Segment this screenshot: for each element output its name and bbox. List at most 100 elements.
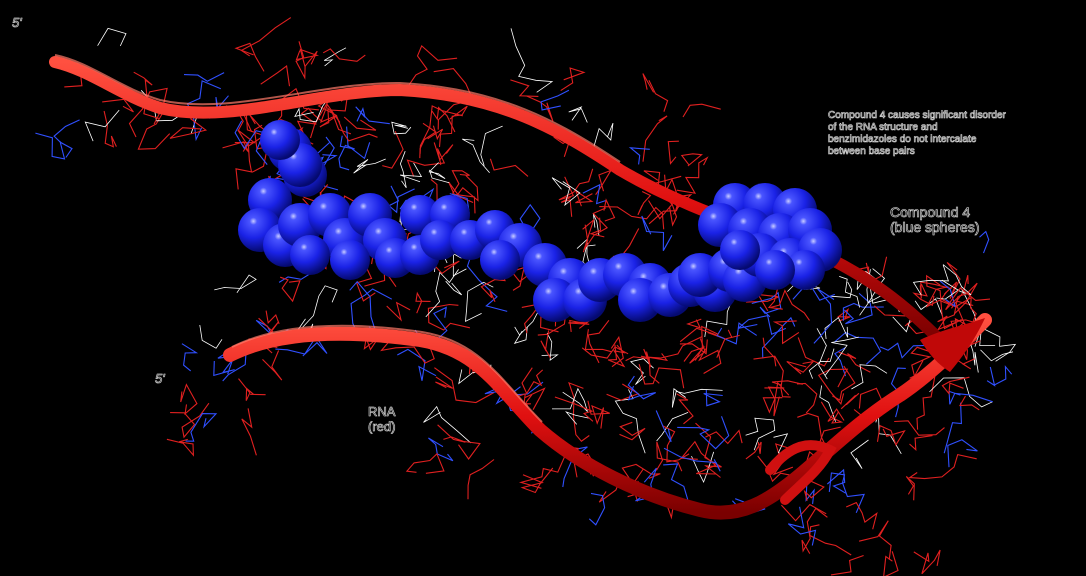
atom-bond [745,441,762,460]
atom-bond [262,350,283,381]
atom-bond [836,308,851,322]
atom-bond [346,126,371,160]
atom-bond [406,148,446,177]
atom-bond [694,325,719,361]
atom-bond [974,326,996,347]
atom-bond [680,440,717,475]
atom-bond [185,413,218,442]
atom-bond [817,368,849,405]
atom-bond [241,408,257,456]
atom-bond [959,395,980,411]
atom-bond [322,48,366,62]
atom-bond [969,340,979,373]
atom-bond [405,452,445,474]
atom-bond [662,425,690,463]
atom-bond [387,185,415,214]
atom-bond [637,191,652,216]
compound-atom-sphere [260,120,300,160]
atom-bond [427,125,444,141]
atom-bond [943,261,961,299]
atom-bond [943,402,962,454]
atom-bond [97,27,127,47]
atom-bond [133,71,160,120]
atom-bond [169,118,208,139]
atom-bond [323,47,347,67]
atom-bond [834,331,882,365]
atom-bond [526,95,554,122]
compound-atom-sphere [785,250,825,290]
atom-bond [296,107,322,141]
atom-bond [947,439,978,468]
atom-bond [510,28,554,93]
atom-bond [462,138,490,174]
atom-bond [520,467,554,494]
atom-bond [808,348,835,379]
atom-bond [824,316,849,340]
atom-bond [568,106,588,123]
atom-bond [419,122,437,159]
atom-bond [425,269,459,318]
atom-bond [295,48,320,67]
atom-bond [941,376,970,395]
atom-bond [302,285,338,328]
atom-bond [671,388,723,408]
atom-bond [355,106,390,125]
atom-bond [280,276,301,303]
atom-bond [771,380,803,386]
atom-bond [642,115,668,162]
atom-bond [438,105,468,147]
atom-bond [948,390,993,405]
atom-bond [102,98,134,113]
compound-label-line1: Compound 4 [890,204,971,220]
atom-bond [399,162,423,183]
atom-bond [489,158,529,177]
atom-bond [568,381,590,442]
atom-bond [842,302,884,321]
compound-atom-sphere [290,235,330,275]
atom-bond [588,492,606,526]
atom-bond [541,332,559,362]
atom-bond [428,437,454,462]
atom-bond [338,135,355,171]
atom-bond [595,169,613,196]
atom-bond [787,506,817,546]
atom-bond [433,142,454,162]
atom-bond [582,183,606,205]
compound-4-spheres [238,120,842,322]
atom-bond [599,206,665,230]
atom-bond [816,328,828,380]
atom-bond [638,363,685,389]
atom-bond [945,287,991,311]
atom-bond [655,441,683,472]
atom-bond [319,115,378,142]
atom-bond [830,554,864,576]
atom-bond [565,411,589,425]
atom-bond [663,447,721,472]
atom-bond [265,310,280,324]
atom-bond [584,329,612,353]
atom-bond [593,213,600,236]
atom-bond [751,291,782,318]
atom-bond [890,367,906,418]
atom-bond [980,349,1014,362]
atom-bond [745,417,776,451]
atom-bond [583,207,608,251]
atom-bond [703,389,723,407]
compound-atom-sphere [330,240,370,280]
atom-bond [540,89,570,111]
atom-bond [607,344,626,368]
rna-ribbon-bottom-strand-edge [231,324,543,423]
atom-bond [643,170,661,185]
rna-ribbon-bottom-strand [223,313,992,520]
atom-bond [820,401,844,424]
compound-label-line2: (blue spheres) [890,219,980,235]
atom-bond [830,281,853,299]
atom-bond [826,468,846,494]
atom-bond [183,72,225,82]
atom-bond [453,193,476,214]
atom-bond [780,503,827,522]
atom-bond [435,376,454,389]
atom-bond [628,147,650,165]
rna-label: RNA(red) [368,404,396,435]
rna-wireframe-atoms [35,17,1017,576]
